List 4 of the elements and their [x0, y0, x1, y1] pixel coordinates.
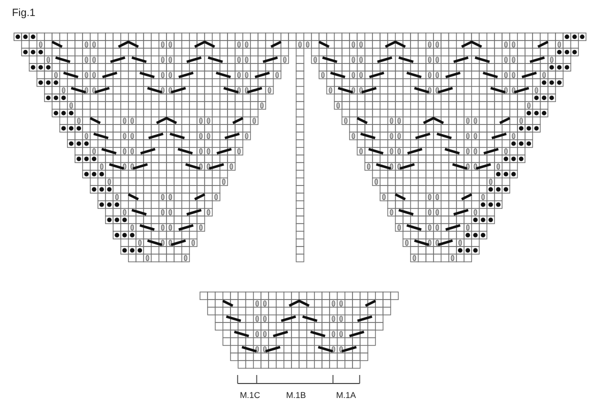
repeat-label: M.1B: [286, 391, 306, 400]
repeat-label: M.1A: [336, 391, 356, 400]
repeat-label: M.1C: [240, 391, 260, 400]
figure-title: Fig.1: [12, 8, 36, 18]
